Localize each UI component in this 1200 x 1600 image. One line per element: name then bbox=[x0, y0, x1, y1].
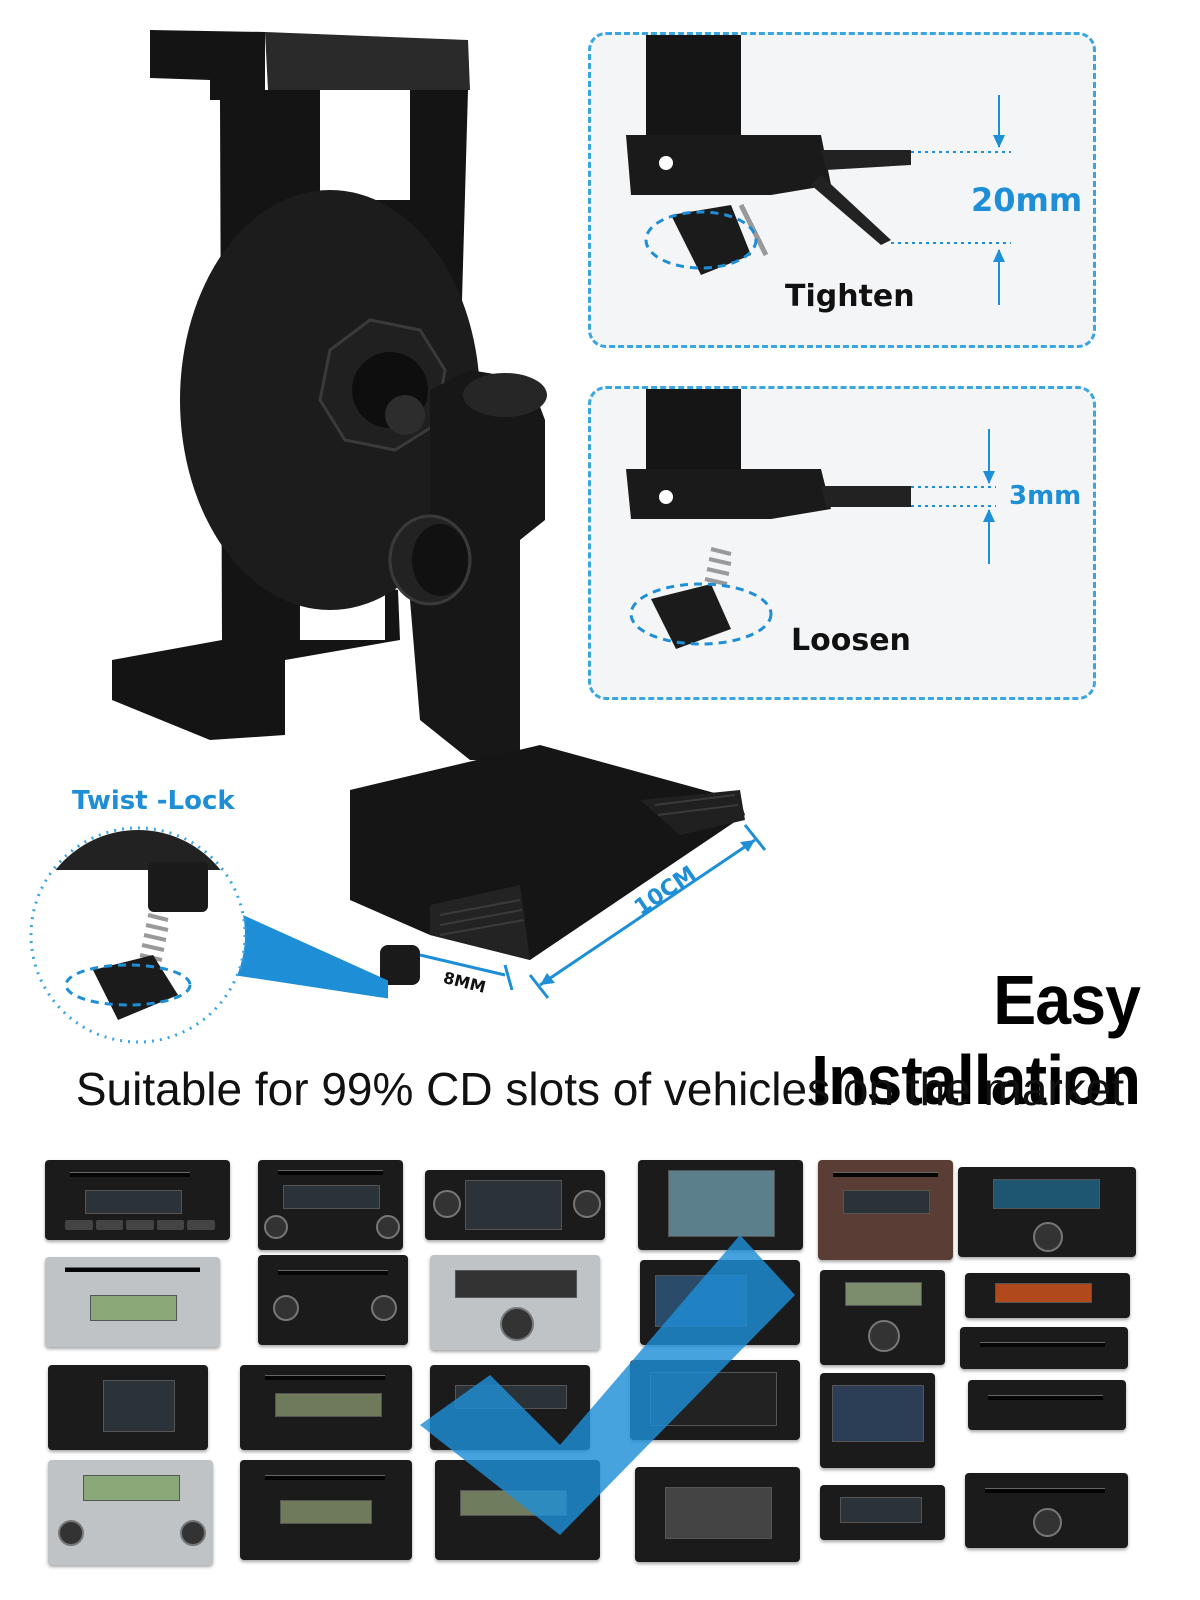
car-radio-image bbox=[638, 1160, 803, 1250]
car-radio-image bbox=[45, 1257, 220, 1347]
tablet-holder-illustration bbox=[112, 30, 767, 999]
car-radio-image bbox=[240, 1460, 412, 1560]
car-radio-grid bbox=[40, 1155, 1140, 1585]
tighten-measure-label: 20mm bbox=[971, 181, 1083, 219]
tighten-action-label: Tighten bbox=[785, 279, 915, 314]
car-radio-image bbox=[968, 1380, 1126, 1430]
car-radio-image bbox=[960, 1327, 1128, 1369]
twist-lock-inset bbox=[29, 826, 388, 1044]
car-radio-image bbox=[240, 1365, 412, 1450]
twist-lock-title: Twist -Lock bbox=[72, 786, 235, 816]
car-radio-image bbox=[48, 1365, 208, 1450]
loosen-diagram bbox=[626, 389, 996, 649]
car-radio-image bbox=[430, 1255, 600, 1350]
check-mark-icon bbox=[420, 1235, 795, 1535]
car-radio-image bbox=[635, 1467, 800, 1562]
tighten-diagram bbox=[626, 35, 1011, 305]
loosen-measure-label: 3mm bbox=[1009, 481, 1082, 511]
car-radio-image bbox=[820, 1270, 945, 1365]
car-radio-image bbox=[820, 1485, 945, 1540]
car-radio-image bbox=[820, 1373, 935, 1468]
tighten-panel: 20mm Tighten bbox=[588, 32, 1096, 348]
car-radio-image bbox=[965, 1273, 1130, 1318]
car-radio-image bbox=[818, 1160, 953, 1260]
headline: Easy Installation bbox=[811, 961, 1141, 1119]
car-radio-image bbox=[425, 1170, 605, 1240]
car-radio-image bbox=[258, 1160, 403, 1250]
car-radio-image bbox=[45, 1160, 230, 1240]
car-radio-image bbox=[48, 1460, 213, 1565]
subtitle: Suitable for 99% CD slots of vehicles on… bbox=[75, 1063, 1125, 1115]
loosen-action-label: Loosen bbox=[791, 623, 911, 658]
car-radio-image bbox=[965, 1473, 1128, 1548]
car-radio-image bbox=[958, 1167, 1136, 1257]
car-radio-image bbox=[258, 1255, 408, 1345]
loosen-panel: 3mm Loosen bbox=[588, 386, 1096, 700]
